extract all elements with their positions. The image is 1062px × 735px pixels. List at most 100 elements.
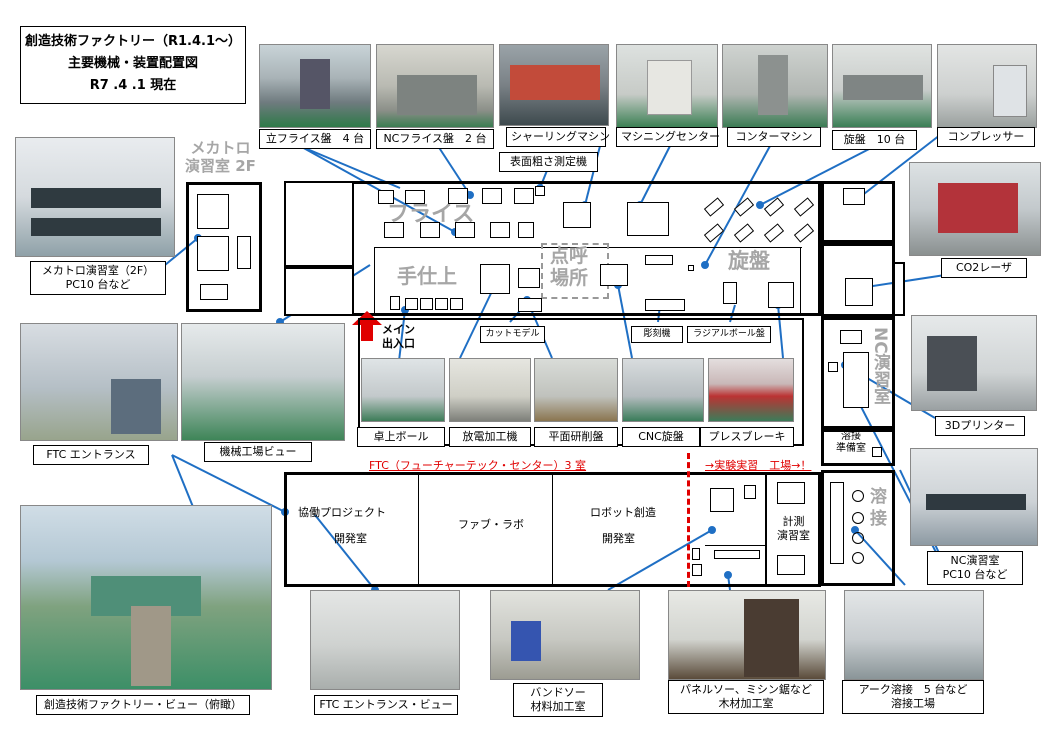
wall-stub xyxy=(893,262,905,316)
bandsaw-label: バンドソー 材料加工室 xyxy=(513,683,603,717)
desk xyxy=(840,330,862,344)
lathe-label: 旋盤 10 台 xyxy=(832,130,917,150)
machining-center-photo xyxy=(616,44,718,128)
milling-machine xyxy=(384,222,404,238)
desk xyxy=(200,284,228,300)
partition xyxy=(418,472,419,587)
machine xyxy=(692,564,702,576)
weld-station xyxy=(852,512,864,524)
welding-room xyxy=(821,470,895,586)
machine xyxy=(872,447,882,457)
machine xyxy=(688,265,694,271)
panel-saw-label-2: 木材加工室 xyxy=(718,696,774,710)
aisle-line xyxy=(800,247,801,316)
lathe-area-title: 旋盤 xyxy=(728,249,770,273)
collab-room-label: 協働プロジェクト xyxy=(298,506,386,519)
weld-prep-room xyxy=(821,429,895,466)
nc-mill-photo xyxy=(376,44,494,128)
roll-call-title: 点呼 場所 xyxy=(550,245,589,289)
engraver-label: 彫刻機 xyxy=(631,326,683,344)
cnc-lathe-photo xyxy=(622,358,704,422)
surface-grinder-label: 平面研削盤 xyxy=(534,427,618,447)
engraver-machine xyxy=(645,299,685,311)
desk-ball-photo xyxy=(361,358,445,422)
ftc-entrance-photo xyxy=(20,323,178,441)
cut-model-label: カットモデル xyxy=(480,326,545,344)
desk-cluster xyxy=(197,194,229,229)
shearing-machine xyxy=(563,202,591,228)
milling-machine xyxy=(514,188,534,204)
arc-weld-label-1: アーク溶接 5 台など xyxy=(858,683,968,696)
radial-drill-label: ラジアルボール盤 xyxy=(687,326,771,344)
cut-model xyxy=(518,298,542,312)
surface-rough-label: 表面粗さ測定機 xyxy=(499,152,598,172)
press-brake-machine xyxy=(768,282,794,308)
surface-grinder-photo xyxy=(534,358,618,422)
desk-cluster xyxy=(197,236,229,271)
weld-station xyxy=(852,552,864,564)
cnc-lathe-label: CNC旋盤 xyxy=(622,427,700,447)
milling-machine xyxy=(490,222,510,238)
measure-room-label: 計測 演習室 xyxy=(777,515,810,542)
lathe-photo xyxy=(832,44,932,128)
co2-laser-photo xyxy=(909,162,1041,256)
surface-rough-tester xyxy=(535,186,545,196)
panel-saw-photo xyxy=(668,590,826,680)
panel-saw-label-1: パネルソー、ミシン鋸など xyxy=(680,683,812,696)
milling-machine xyxy=(405,190,425,204)
mechatro-room-line-1: メカトロ演習室（2F） xyxy=(41,264,155,277)
partition xyxy=(705,545,765,546)
side-room xyxy=(284,267,354,316)
shearing-photo xyxy=(499,44,609,126)
ftc-header: FTC（フューチャーテック・センター）3 室 xyxy=(369,459,587,472)
aisle-line xyxy=(374,247,802,248)
bench xyxy=(450,298,463,310)
factory-view-label: 機械工場ビュー xyxy=(204,442,312,462)
press-brake-label: プレスブレーキ xyxy=(700,427,794,447)
machine xyxy=(645,255,673,265)
desk xyxy=(237,236,251,269)
mechatro-room-label: メカトロ演習室（2F） PC10 台など xyxy=(30,261,166,295)
fablab-label: ファブ・ラボ xyxy=(458,518,524,531)
compressor-photo xyxy=(937,44,1037,128)
edm-label: 放電加工機 xyxy=(449,427,531,447)
divider-red xyxy=(687,453,690,587)
weld-station xyxy=(852,532,864,544)
arc-weld-label: アーク溶接 5 台など 溶接工場 xyxy=(842,680,984,714)
robot-room-label-2: 開発室 xyxy=(602,532,635,545)
co2-laser-label: CO2レーザ xyxy=(941,258,1027,278)
arc-weld-photo xyxy=(844,590,984,680)
milling-machine xyxy=(378,190,394,204)
measure-room xyxy=(765,472,821,587)
mechatro-room-photo xyxy=(15,137,175,257)
milling-machine xyxy=(518,222,534,238)
weld-prep-title: 溶接 準備室 xyxy=(836,431,866,454)
ftc-entrance-label: FTC エントランス xyxy=(33,445,149,465)
welding-title: 溶 接 xyxy=(870,487,887,529)
nc-room xyxy=(821,317,895,429)
bandsaw-machine xyxy=(710,488,734,512)
desk-cluster xyxy=(843,352,869,408)
mechatro-room-line-2: PC10 台など xyxy=(65,277,131,291)
machining-center xyxy=(627,202,669,236)
mechatro-2f-title: メカトロ 演習室 2F xyxy=(185,139,256,175)
shearing-label: シャーリングマシン xyxy=(506,127,610,147)
grinder-machine xyxy=(518,268,540,288)
nc-mill-label: NCフライス盤 2 台 xyxy=(376,129,494,149)
nc-room-photo xyxy=(910,448,1038,546)
mechatro-2f-room xyxy=(186,182,262,312)
nc-room-label-1: NC演習室 xyxy=(950,554,1000,567)
co2-laser xyxy=(845,278,873,306)
experiment-header: →実験実習 工場→！ xyxy=(705,459,812,472)
panel-saw-label: パネルソー、ミシン鋸など 木材加工室 xyxy=(668,680,824,714)
bird-view-label: 創造技術ファクトリー・ビュー（俯瞰） xyxy=(36,695,250,715)
bench xyxy=(435,298,448,310)
collab-room-label-2: 開発室 xyxy=(334,532,367,545)
edm-machine xyxy=(480,264,510,294)
3d-printer xyxy=(828,362,838,372)
contour-photo xyxy=(722,44,828,128)
panel-saw-machine xyxy=(714,550,760,559)
bench xyxy=(390,296,400,310)
bench xyxy=(405,298,418,310)
